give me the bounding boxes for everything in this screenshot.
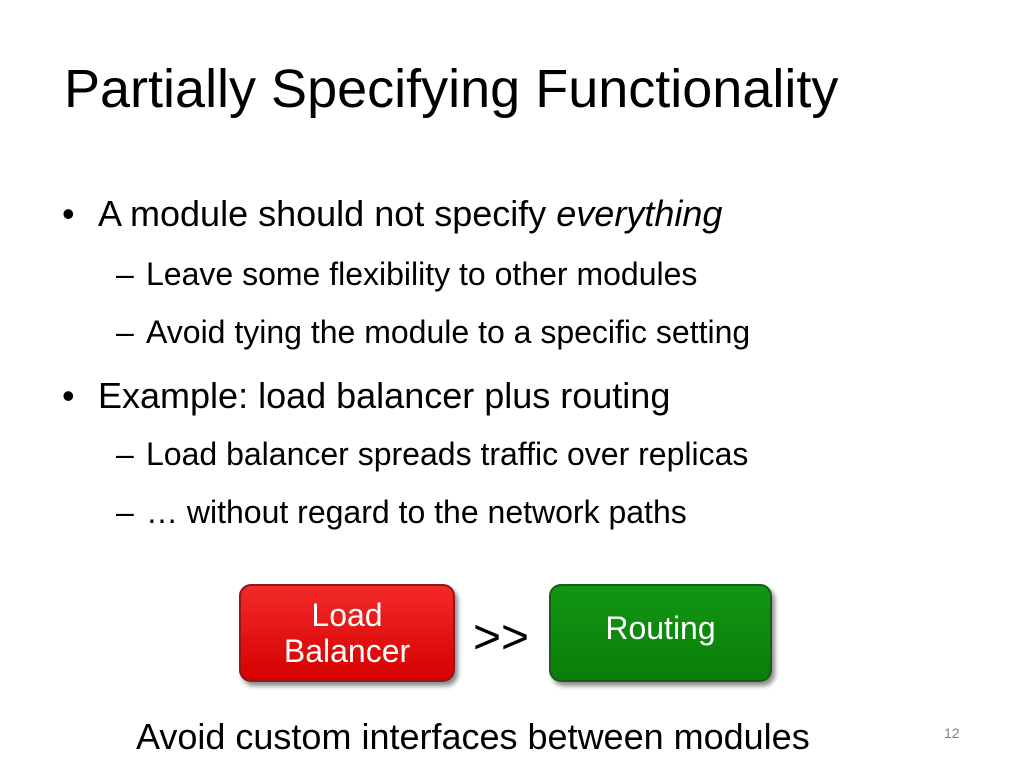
load-balancer-label-line1: Load (311, 596, 383, 633)
page-number: 12 (944, 725, 960, 741)
sub-bullet-marker: – (116, 436, 134, 472)
bullet-text-emphasis: everything (556, 193, 723, 234)
sub-bullet-text: Avoid tying the module to a specific set… (146, 314, 751, 350)
bullet-marker: • (62, 193, 75, 234)
slide-title: Partially Specifying Functionality (64, 59, 839, 119)
bullet-text-plain: A module should not specify (98, 193, 557, 234)
bullet-text: A module should not specify everything (98, 196, 722, 232)
sub-bullet-text: Load balancer spreads traffic over repli… (146, 436, 749, 472)
bullet-text: Example: load balancer plus routing (98, 375, 671, 416)
routing-label: Routing (605, 609, 716, 646)
sub-bullet-marker: – (116, 256, 134, 292)
bullet-marker: • (62, 375, 75, 416)
sub-bullet-marker: – (116, 314, 134, 350)
load-balancer-box: Load Balancer (239, 584, 455, 682)
load-balancer-label-line2: Balancer (283, 633, 411, 669)
composition-operator: >> (473, 611, 530, 664)
sub-bullet-text: … without regard to the network paths (146, 494, 687, 530)
sub-bullet-text: Leave some flexibility to other modules (146, 256, 698, 292)
slide-caption: Avoid custom interfaces between modules (136, 716, 810, 757)
sub-bullet-marker: – (116, 494, 134, 530)
routing-box: Routing (549, 584, 772, 682)
